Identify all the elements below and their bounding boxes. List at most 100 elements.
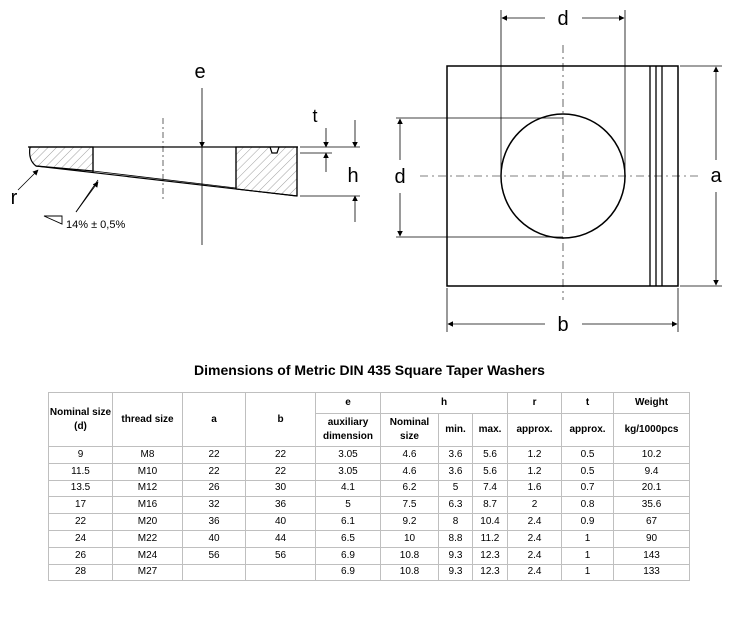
- table-cell: 0.9: [561, 513, 615, 531]
- table-cell: 26: [48, 546, 113, 565]
- table-cell: 6.3: [438, 496, 473, 515]
- hatch-right: [235, 146, 298, 197]
- label-e: e: [194, 61, 205, 83]
- table-cell: 9.3: [438, 546, 473, 565]
- table-cell: [182, 563, 246, 582]
- header-r: r: [507, 392, 563, 414]
- table-cell: 22: [48, 513, 113, 531]
- table-cell: 10.4: [471, 513, 509, 531]
- header-h: h: [379, 392, 509, 414]
- dimensions-table: Nominal size (d) thread size a b e h r t…: [48, 392, 691, 582]
- table-cell: 56: [245, 546, 316, 565]
- table-cell: M12: [112, 479, 183, 498]
- table-cell: M10: [112, 462, 183, 481]
- table-cell: 0.7: [561, 479, 615, 498]
- table-cell: M20: [112, 513, 183, 531]
- table-cell: 24: [48, 529, 113, 548]
- table-cell: 17: [48, 496, 113, 515]
- table-cell: 1.2: [507, 446, 563, 464]
- header-e-sub: auxiliary dimension: [315, 413, 381, 447]
- table-cell: 2.4: [507, 546, 563, 565]
- table-cell: 40: [245, 513, 316, 531]
- table-cell: 0.5: [561, 462, 615, 481]
- dimension-b: [446, 288, 679, 332]
- dimension-d-left: [396, 117, 563, 238]
- table-cell: 2.4: [507, 563, 563, 582]
- label-slope: 14% ± 0,5%: [66, 219, 125, 231]
- dimension-t-h: [300, 120, 360, 222]
- table-cell: 0.5: [561, 446, 615, 464]
- table-cell: 4.6: [380, 462, 439, 481]
- label-a: a: [710, 165, 722, 187]
- table-cell: 6.9: [315, 546, 381, 565]
- table-cell: 2.4: [507, 513, 563, 531]
- table-cell: 10.8: [380, 546, 439, 565]
- table-cell: 56: [182, 546, 246, 565]
- table-cell: 5.6: [471, 446, 509, 464]
- table-cell: 90: [613, 529, 691, 548]
- label-b: b: [557, 314, 568, 336]
- label-r: r: [11, 187, 18, 209]
- table-cell: 36: [245, 496, 316, 515]
- table-cell: 22: [182, 446, 246, 464]
- table-cell: 4.1: [315, 479, 381, 498]
- header-thread-size: thread size: [112, 392, 183, 447]
- front-view: [420, 45, 700, 300]
- table-cell: 22: [245, 446, 316, 464]
- table-cell: 1: [561, 529, 615, 548]
- page-title: Dimensions of Metric DIN 435 Square Tape…: [194, 362, 545, 378]
- table-cell: M22: [112, 529, 183, 548]
- table-cell: 9: [48, 446, 113, 464]
- table-cell: 13.5: [48, 479, 113, 498]
- table-cell: 6.2: [380, 479, 439, 498]
- table-cell: 1.2: [507, 462, 563, 481]
- header-t: t: [561, 392, 615, 414]
- table-cell: 22: [245, 462, 316, 481]
- table-cell: 3.6: [438, 446, 473, 464]
- hatch-left: [29, 146, 94, 172]
- table-cell: 2: [507, 496, 563, 515]
- table-cell: 1.6: [507, 479, 563, 498]
- table-cell: 6.5: [315, 529, 381, 548]
- table-cell: [245, 563, 316, 582]
- slope-symbol-icon: [43, 215, 63, 225]
- dimension-r: [17, 169, 99, 213]
- side-section-view: [28, 118, 298, 200]
- label-d-left: d: [394, 166, 405, 188]
- header-h-max: max.: [471, 413, 509, 447]
- table-cell: 5: [438, 479, 473, 498]
- table-cell: 26: [182, 479, 246, 498]
- header-t-sub: approx.: [561, 413, 615, 447]
- table-cell: 36: [182, 513, 246, 531]
- technical-drawing: e t h r 14% ± 0,5% d: [11, 8, 723, 336]
- label-t: t: [312, 106, 317, 126]
- table-cell: 1: [561, 563, 615, 582]
- table-cell: 11.5: [48, 462, 113, 481]
- table-cell: 3.05: [315, 446, 381, 464]
- table-cell: 9.4: [613, 462, 691, 481]
- table-cell: 10.2: [613, 446, 691, 464]
- header-weight: Weight: [613, 392, 691, 414]
- table-cell: 6.9: [315, 563, 381, 582]
- table-cell: 5: [315, 496, 381, 515]
- table-cell: 7.4: [471, 479, 509, 498]
- table-cell: 40: [182, 529, 246, 548]
- header-weight-sub: kg/1000pcs: [613, 413, 691, 447]
- table-cell: 35.6: [613, 496, 691, 515]
- table-cell: 1: [561, 546, 615, 565]
- table-cell: 7.5: [380, 496, 439, 515]
- table-cell: 8: [438, 513, 473, 531]
- header-b: b: [245, 392, 316, 447]
- table-cell: 12.3: [471, 563, 509, 582]
- table-cell: 0.8: [561, 496, 615, 515]
- table-cell: 67: [613, 513, 691, 531]
- table-cell: 133: [613, 563, 691, 582]
- table-cell: M27: [112, 563, 183, 582]
- table-cell: 8.7: [471, 496, 509, 515]
